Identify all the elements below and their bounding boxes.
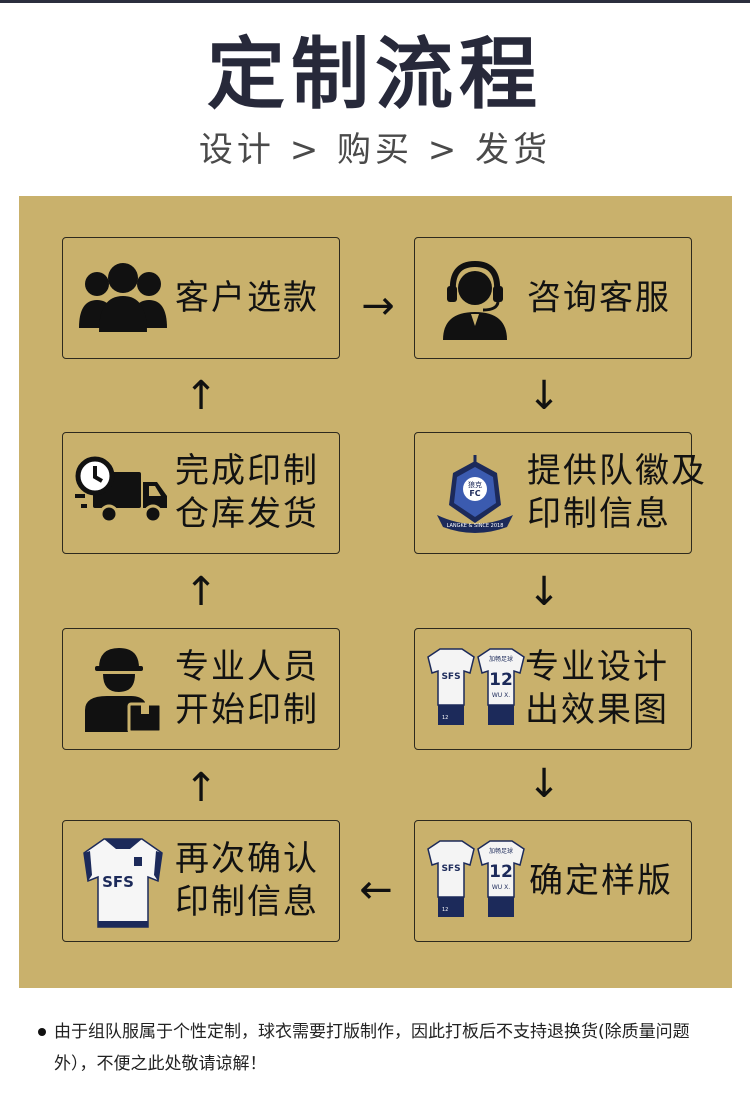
step-label: 再次确认 印制信息 [175,838,319,924]
step-label: 客户选款 [175,277,319,320]
step-label: 提供队徽及 印制信息 [527,450,707,536]
note-text: 由于组队服属于个性定制，球衣需要打版制作，因此打板后不支持退换货(除质量问题外）… [54,1016,728,1080]
svg-text:FC: FC [469,489,480,498]
arrow-left-icon: ← [351,870,401,910]
step-label: 专业人员 开始印制 [175,646,319,732]
step-design-effect: SFS 12 加畅足球 12 WU X. 专业设计 出效果图 [414,628,692,750]
svg-text:SFS: SFS [441,864,460,874]
svg-text:12: 12 [489,862,513,882]
headset-agent-icon [425,248,525,348]
jersey-front-icon: SFS [73,831,173,931]
arrow-right-icon: → [353,286,403,326]
svg-text:12: 12 [442,715,448,721]
worker-box-icon [73,639,173,739]
step-label: 专业设计 出效果图 [525,646,669,732]
svg-text:加畅足球: 加畅足球 [489,655,513,663]
svg-text:WU X.: WU X. [492,884,510,891]
svg-text:加畅足球: 加畅足球 [489,847,513,855]
svg-text:12: 12 [442,907,448,913]
svg-text:SFS: SFS [102,873,134,891]
step-consult-service: 咨询客服 [414,237,692,359]
top-rule [0,0,750,3]
team-badge-icon: 狼克 FC LANGKE & SINCE 2018 [425,443,525,543]
svg-text:SFS: SFS [441,672,460,682]
svg-text:WU X.: WU X. [492,692,510,699]
page-title: 定制流程 [0,30,750,120]
arrow-up-icon: ↑ [176,572,226,612]
return-policy-note: 由于组队服属于个性定制，球衣需要打版制作，因此打板后不支持退换货(除质量问题外）… [38,1016,728,1080]
step-label: 咨询客服 [527,277,671,320]
arrow-down-icon: ↓ [519,572,569,612]
step-confirm-sample: SFS 12 加畅足球 12 WU X. 确定样版 [414,820,692,942]
arrow-up-icon: ↑ [176,376,226,416]
people-group-icon [73,248,173,348]
arrow-up-icon: ↑ [176,768,226,808]
step-customer-select: 客户选款 [62,237,340,359]
arrow-down-icon: ↓ [519,764,569,804]
jersey-pair-icon: SFS 12 加畅足球 12 WU X. [421,639,531,739]
step-label: 完成印制 仓库发货 [175,450,319,536]
bullet-icon [38,1028,46,1036]
step-provide-logo: 狼克 FC LANGKE & SINCE 2018 提供队徽及 印制信息 [414,432,692,554]
step-label: 确定样版 [529,860,673,903]
delivery-truck-icon [73,443,173,543]
svg-text:LANGKE & SINCE 2018: LANGKE & SINCE 2018 [447,523,504,529]
jersey-pair-icon: SFS 12 加畅足球 12 WU X. [421,831,531,931]
svg-text:12: 12 [489,670,513,690]
svg-text:狼克: 狼克 [468,480,482,489]
step-start-print: 专业人员 开始印制 [62,628,340,750]
step-ship: 完成印制 仓库发货 [62,432,340,554]
arrow-down-icon: ↓ [519,376,569,416]
step-reconfirm: SFS 再次确认 印制信息 [62,820,340,942]
page-subtitle: 设计 > 购买 > 发货 [0,128,750,172]
